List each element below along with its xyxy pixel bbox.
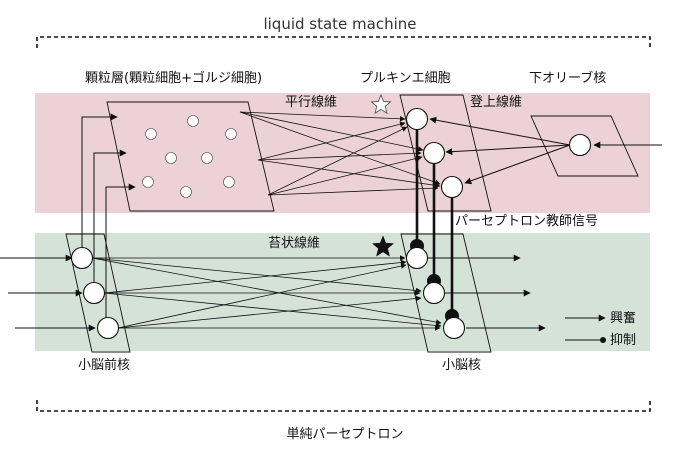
granular-cell bbox=[142, 176, 154, 188]
inferior-olive-label: 下オリーブ核 bbox=[529, 70, 606, 86]
granular-layer-box bbox=[106, 101, 275, 212]
open-star-icon bbox=[370, 93, 392, 115]
purkinje-cell-2 bbox=[422, 141, 446, 165]
inferior-olive-box bbox=[530, 115, 639, 177]
filled-star-icon bbox=[371, 235, 395, 257]
lsm-title: liquid state machine bbox=[263, 15, 416, 33]
legend-excitatory-label: 興奮 bbox=[610, 311, 636, 326]
legend-inhibitory-dot bbox=[600, 337, 606, 343]
purkinje-box bbox=[399, 94, 492, 212]
teacher-signal-label: パーセプトロン教師信号 bbox=[455, 213, 598, 229]
purkinje-cell-1 bbox=[405, 107, 429, 131]
lsm-bracket bbox=[36, 36, 651, 48]
parallel-fibers bbox=[239, 111, 441, 196]
granular-cell bbox=[223, 176, 235, 188]
climbing-fibers bbox=[429, 116, 662, 185]
perceptron-bracket bbox=[36, 400, 651, 412]
granular-cell bbox=[180, 186, 192, 198]
mossy-fibers bbox=[91, 255, 442, 331]
granular-cell bbox=[165, 152, 177, 164]
precerebellar-label: 小脳前核 bbox=[78, 357, 130, 373]
climbing-fiber-label: 登上線維 bbox=[470, 94, 522, 110]
granular-cell bbox=[225, 128, 237, 140]
mossy-inputs bbox=[0, 254, 96, 332]
precerebellar-cell-1 bbox=[70, 246, 94, 270]
precerebellar-cell-3 bbox=[96, 316, 120, 340]
nuclei-cell-1 bbox=[405, 246, 429, 270]
neurons bbox=[70, 107, 592, 340]
nuclei-band bbox=[35, 233, 650, 351]
nuclei-cell-2 bbox=[422, 281, 446, 305]
nuclei-outputs bbox=[428, 254, 546, 332]
granular-cell bbox=[145, 128, 157, 140]
granular-layer-label: 顆粒層(顆粒細胞+ゴルジ細胞) bbox=[85, 70, 262, 86]
nuclei-label: 小脳核 bbox=[442, 358, 481, 373]
legend-inhibitory-label: 抑制 bbox=[610, 333, 636, 348]
granular-band bbox=[35, 93, 650, 213]
perceptron-title: 単純パーセプトロン bbox=[286, 426, 403, 442]
precerebellar-box bbox=[65, 233, 131, 353]
pre-to-granular bbox=[81, 113, 136, 318]
mossy-fiber-label: 苔状線維 bbox=[268, 235, 320, 251]
purkinje-inhibition bbox=[409, 129, 460, 324]
purkinje-cell-3 bbox=[440, 175, 464, 199]
purkinje-label: プルキンエ細胞 bbox=[360, 71, 451, 86]
nuclei-box bbox=[400, 233, 492, 353]
legend: 興奮 抑制 bbox=[565, 311, 636, 348]
nuclei-cell-3 bbox=[442, 316, 466, 340]
parallel-fiber-label: 平行線維 bbox=[285, 94, 337, 110]
granular-cell bbox=[201, 152, 213, 164]
precerebellar-cell-2 bbox=[82, 281, 106, 305]
granular-cells bbox=[142, 115, 237, 198]
olive-cell bbox=[568, 133, 592, 157]
granular-cell bbox=[187, 115, 199, 127]
